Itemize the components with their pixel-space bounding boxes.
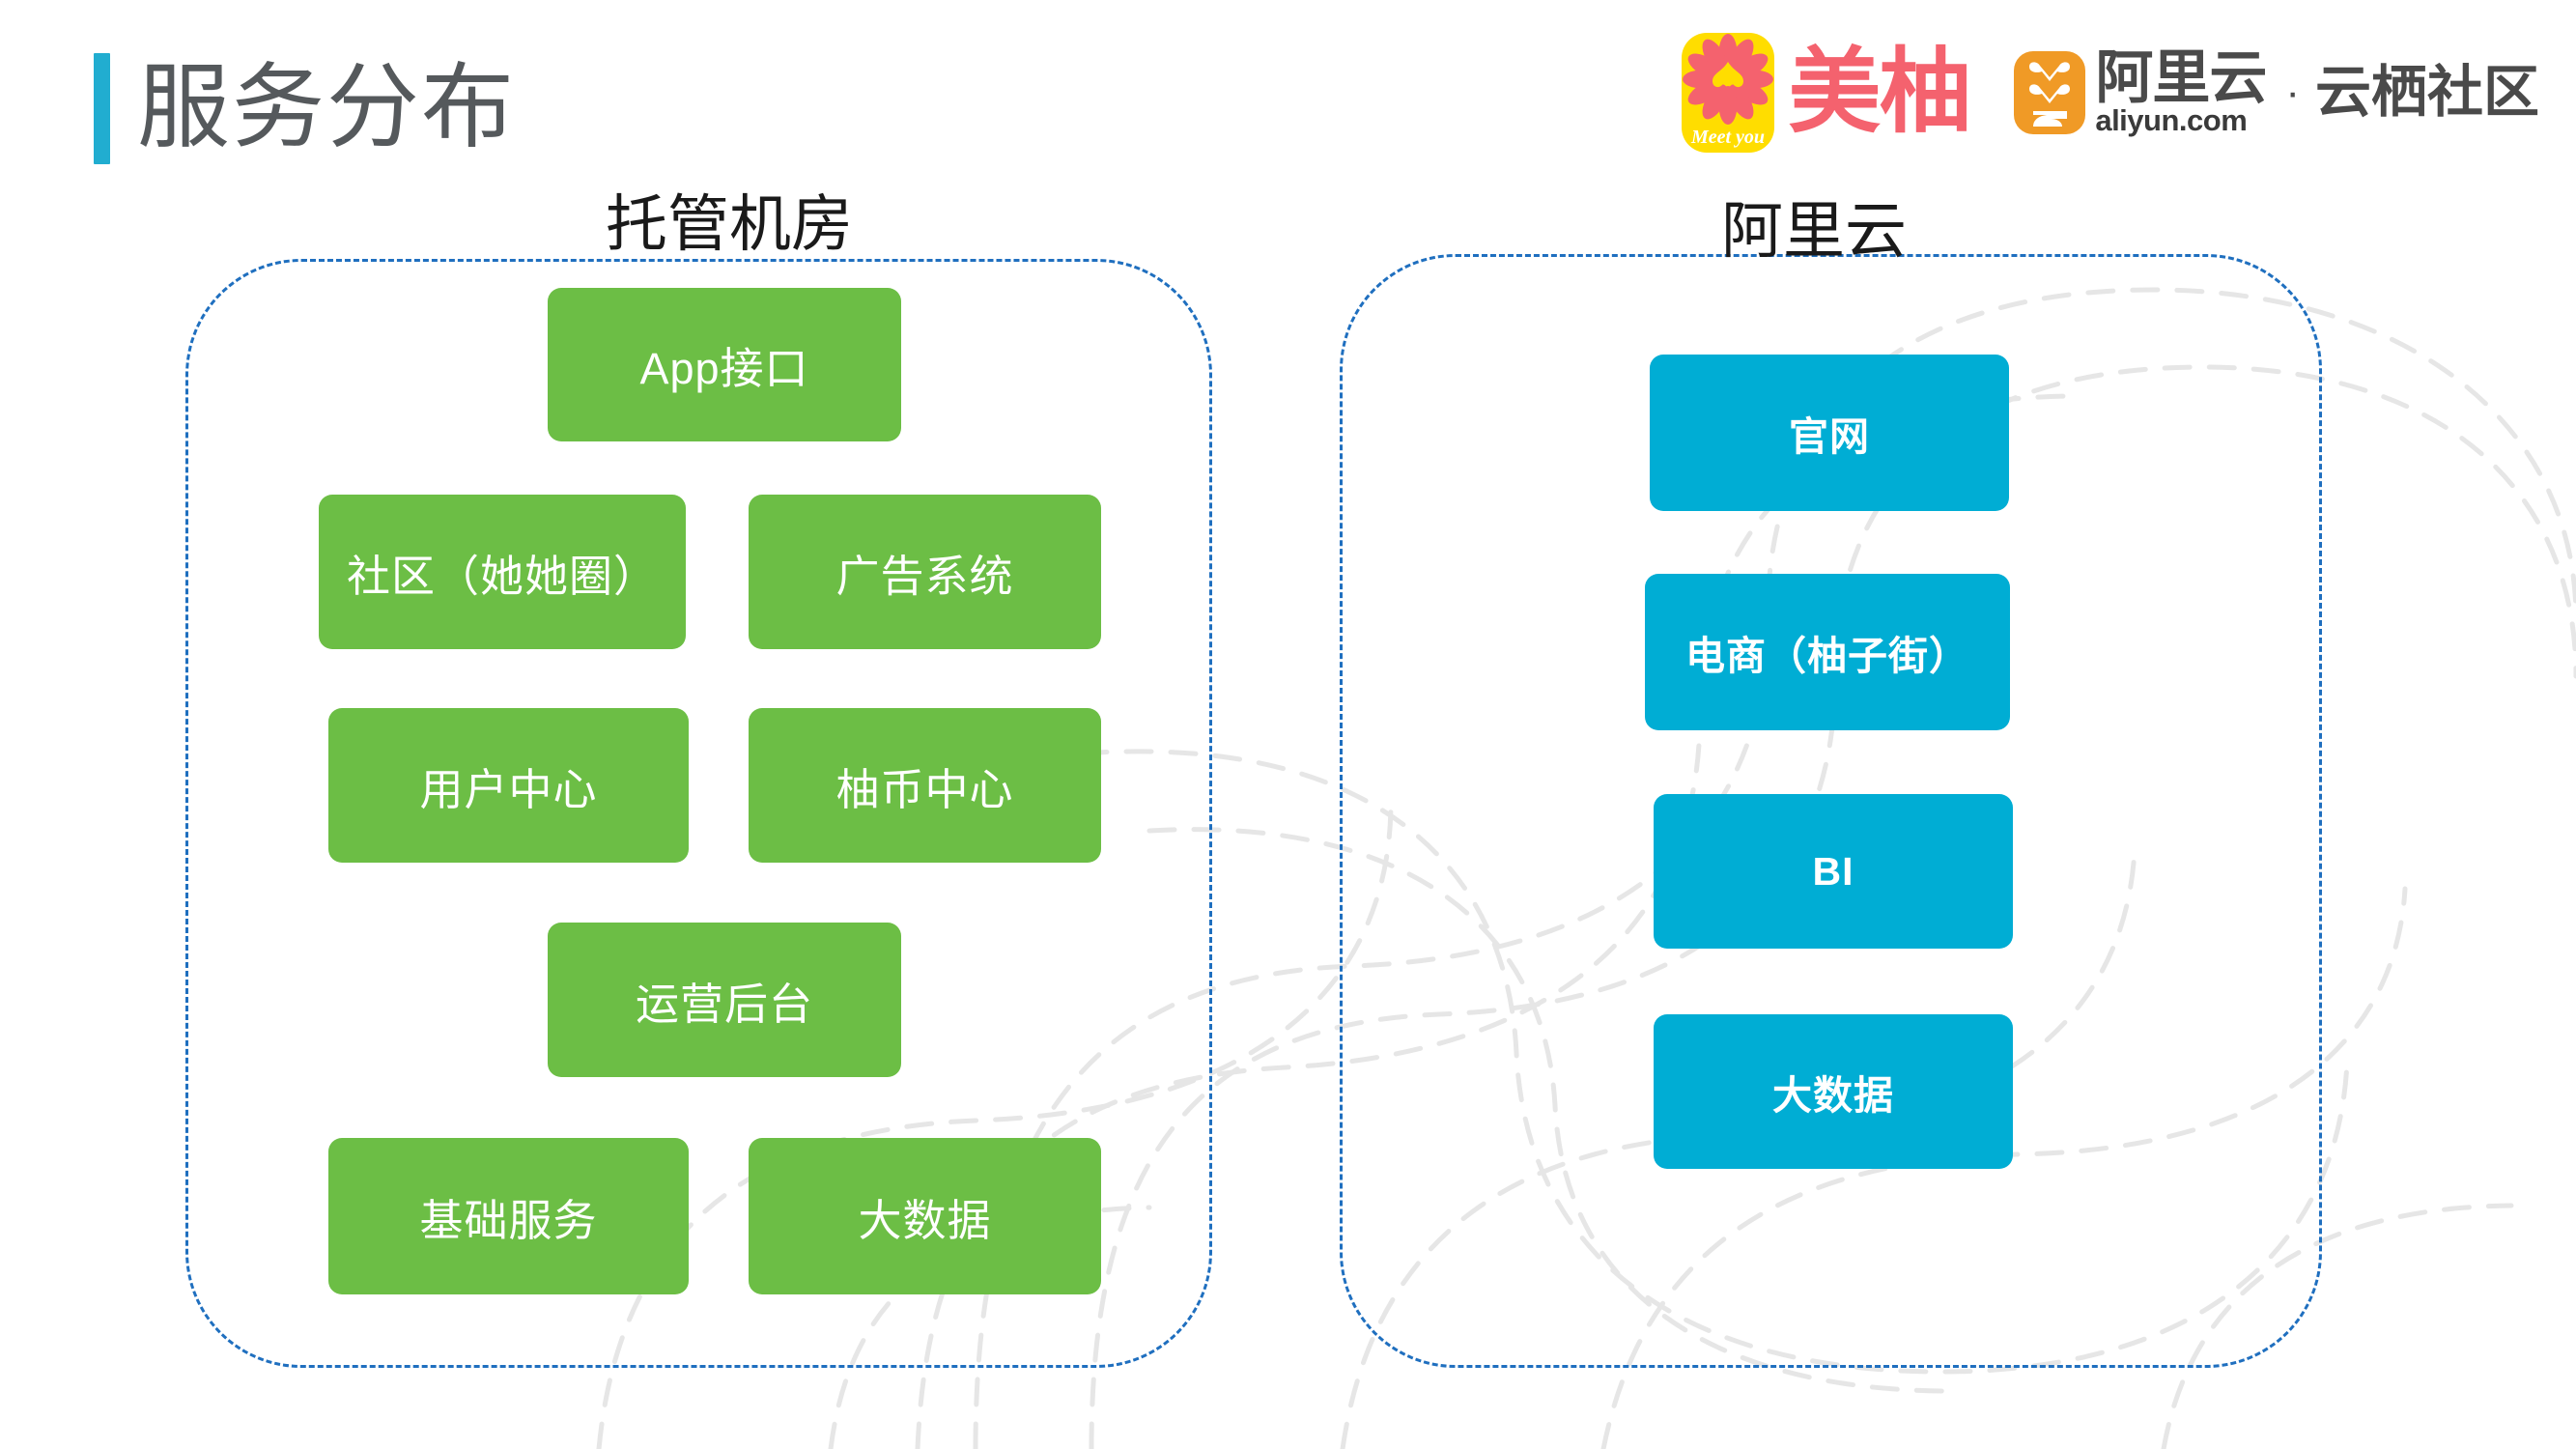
meiyou-tagline: Meet you: [1690, 127, 1765, 148]
service-box-label: 官网: [1789, 414, 1870, 459]
page-title: 服务分布: [94, 50, 516, 166]
service-box-idc-4[interactable]: 柚币中心: [749, 708, 1101, 863]
service-box-aliyun-1[interactable]: 电商（柚子街）: [1645, 574, 2010, 730]
logo-separator: ·: [2285, 68, 2300, 116]
zone-idc-label: 托管机房: [606, 189, 853, 259]
service-box-idc-0[interactable]: App接口: [548, 288, 901, 441]
service-box-aliyun-0[interactable]: 官网: [1650, 355, 2009, 511]
meiyou-logo: Meet you 美柚: [1682, 33, 1971, 153]
service-box-label: 用户中心: [419, 764, 598, 814]
service-box-label: 柚币中心: [835, 764, 1014, 814]
service-box-idc-6[interactable]: 基础服务: [328, 1138, 689, 1294]
aliyun-url: aliyun.com: [2095, 102, 2248, 137]
service-box-label: 广告系统: [835, 551, 1014, 601]
service-box-idc-1[interactable]: 社区（她她圈）: [319, 495, 686, 649]
logo-group: Meet you 美柚 阿里云 aliyun.com · 云栖社: [1682, 33, 2539, 153]
zone-aliyun-label: 阿里云: [1721, 196, 1907, 266]
service-box-label: 运营后台: [635, 979, 813, 1029]
aliyun-logo: 阿里云 aliyun.com · 云栖社区: [2014, 44, 2539, 137]
title-accent-bar: [94, 52, 110, 164]
service-box-idc-5[interactable]: 运营后台: [548, 923, 901, 1077]
service-box-aliyun-2[interactable]: BI: [1654, 794, 2013, 949]
service-box-idc-3[interactable]: 用户中心: [328, 708, 689, 863]
service-box-idc-2[interactable]: 广告系统: [749, 495, 1101, 649]
aliyun-cloud-icon: [2014, 50, 2086, 134]
service-box-idc-7[interactable]: 大数据: [749, 1138, 1101, 1294]
service-box-label: App接口: [639, 344, 809, 393]
service-box-label: 社区（她她圈）: [346, 551, 658, 601]
page-title-text: 服务分布: [137, 56, 516, 159]
service-box-label: 基础服务: [419, 1195, 598, 1245]
meiyou-wordmark: 美柚: [1788, 40, 1971, 144]
service-box-label: 电商（柚子街）: [1685, 634, 1969, 678]
service-box-label: BI: [1812, 848, 1854, 894]
aliyun-subbrand: 云栖社区: [2314, 60, 2539, 124]
service-box-label: 大数据: [858, 1195, 992, 1245]
grapefruit-icon: Meet you: [1682, 33, 1775, 153]
service-box-aliyun-3[interactable]: 大数据: [1654, 1014, 2013, 1169]
aliyun-text-block: 阿里云 aliyun.com: [2095, 44, 2267, 137]
service-box-label: 大数据: [1772, 1073, 1894, 1118]
aliyun-wordmark: 阿里云: [2095, 44, 2267, 110]
